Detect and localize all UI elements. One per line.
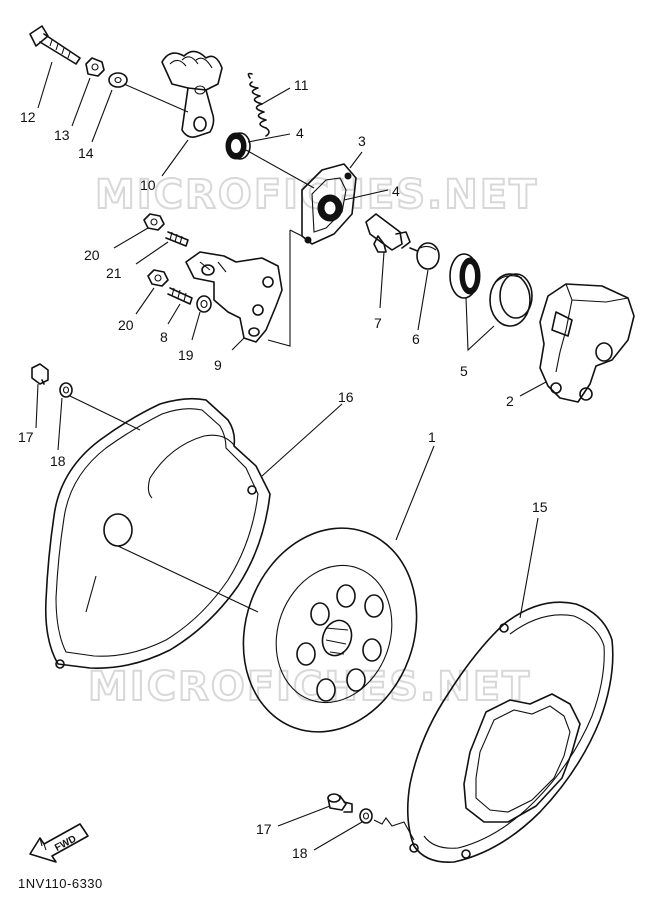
callout-16: 16 <box>338 389 354 405</box>
callout-20-upper: 20 <box>84 247 100 263</box>
part-washer-19 <box>196 295 212 313</box>
part-piston-5b <box>489 273 533 327</box>
part-seal-4-upper <box>225 132 251 160</box>
part-bolt-12 <box>29 25 81 65</box>
part-cover-15 <box>406 601 614 863</box>
callout-6: 6 <box>412 331 420 347</box>
part-bracket-3 <box>301 163 357 245</box>
callout-11: 11 <box>294 77 309 93</box>
callout-21: 21 <box>106 265 122 281</box>
watermark-top: MICROFICHES.NET <box>95 172 538 218</box>
part-bolt-17-lower <box>327 793 353 813</box>
callout-3: 3 <box>358 133 366 149</box>
callout-15: 15 <box>532 499 548 515</box>
callout-2: 2 <box>506 393 514 409</box>
part-washer-14 <box>108 72 128 88</box>
part-stud-8 <box>167 287 193 305</box>
part-bracket-9 <box>185 251 283 343</box>
callout-18-lower: 18 <box>292 845 308 861</box>
callout-17-upper: 17 <box>18 429 34 445</box>
callout-8: 8 <box>160 329 168 345</box>
callout-10: 10 <box>140 177 156 193</box>
callout-4-lower: 4 <box>392 183 400 199</box>
callout-7: 7 <box>374 315 382 331</box>
callout-20-lower: 20 <box>118 317 134 333</box>
watermark-bottom: MICROFICHES.NET <box>88 664 531 710</box>
callout-14: 14 <box>78 145 94 161</box>
forward-arrow-icon: FWD <box>29 823 89 863</box>
part-bolt-17-upper <box>31 363 49 385</box>
part-nut-20-lower <box>147 269 169 287</box>
part-washer-18-upper <box>59 382 73 398</box>
drawing-code: 1NV110-6330 <box>18 876 103 891</box>
part-stud-21 <box>165 231 189 247</box>
callout-1: 1 <box>428 429 436 445</box>
part-cam-7 <box>365 213 411 253</box>
part-cover-16 <box>44 397 271 669</box>
callout-4-upper: 4 <box>296 125 304 141</box>
part-disc-1 <box>242 527 418 733</box>
callout-19: 19 <box>178 347 194 363</box>
part-pin-6 <box>409 242 440 270</box>
callout-17-lower: 17 <box>256 821 272 837</box>
part-spring-11 <box>247 72 270 137</box>
part-piston-5a <box>449 253 481 299</box>
part-nut-13 <box>85 57 105 77</box>
callout-9: 9 <box>214 357 222 373</box>
callout-12: 12 <box>20 109 36 125</box>
part-lever-10 <box>161 50 223 138</box>
callout-5: 5 <box>460 363 468 379</box>
callout-13: 13 <box>54 127 70 143</box>
part-washer-18-lower <box>359 808 373 824</box>
part-caliper-2 <box>539 283 635 403</box>
callout-18-upper: 18 <box>50 453 66 469</box>
